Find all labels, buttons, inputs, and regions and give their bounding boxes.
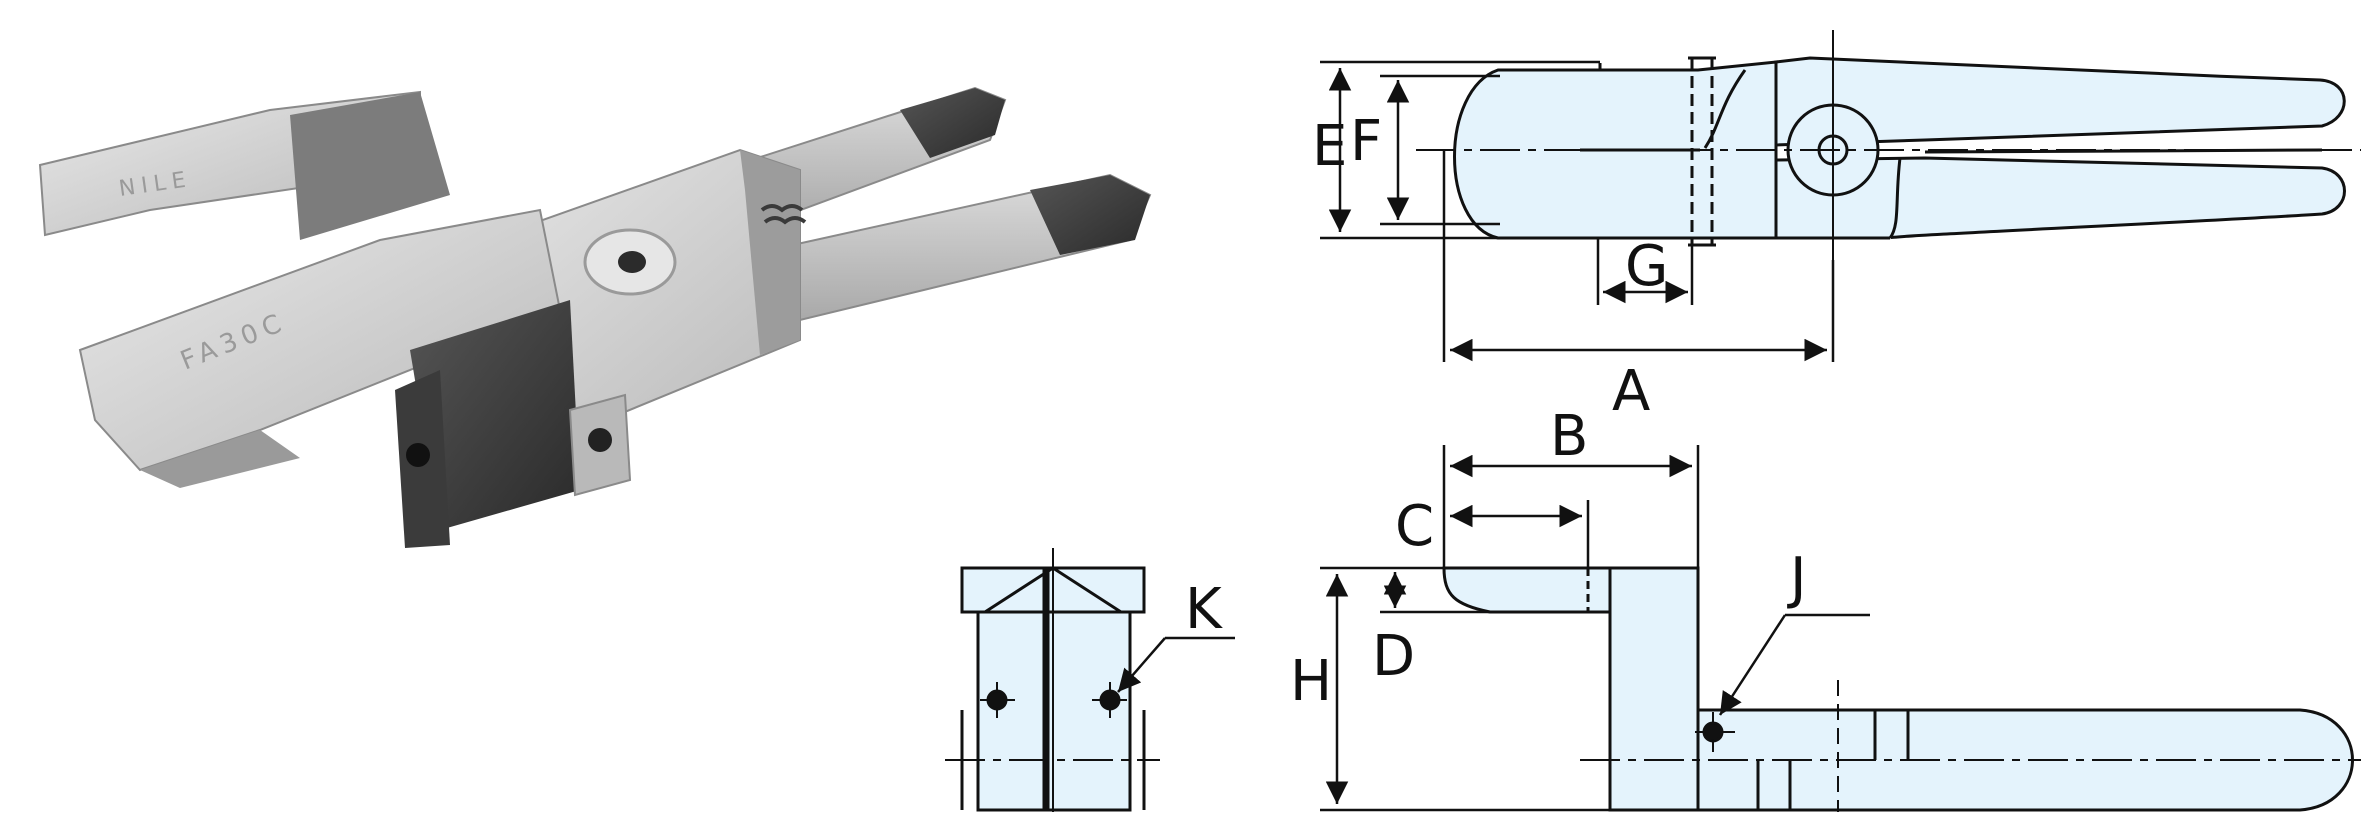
top-view xyxy=(1416,30,2361,260)
dim-label-c: C xyxy=(1395,494,1434,559)
end-view xyxy=(945,548,1160,812)
dim-label-d: D xyxy=(1372,624,1415,689)
dim-label-f: F xyxy=(1350,109,1382,174)
end-view-dimensions xyxy=(1117,636,1235,693)
product-photo: NILE FA30C xyxy=(38,86,1152,548)
dim-label-e: E xyxy=(1312,114,1347,179)
dim-label-a: A xyxy=(1612,359,1650,424)
dim-label-g: G xyxy=(1625,234,1668,299)
dim-label-h: H xyxy=(1290,649,1332,714)
spring xyxy=(760,204,807,225)
dim-label-j: J xyxy=(1787,546,1807,611)
dim-label-k: K xyxy=(1185,577,1223,642)
dim-label-b: B xyxy=(1550,404,1588,469)
side-view-dimensions xyxy=(1320,445,1870,812)
side-view xyxy=(1442,566,2361,812)
top-view-dimensions xyxy=(1320,60,1835,362)
